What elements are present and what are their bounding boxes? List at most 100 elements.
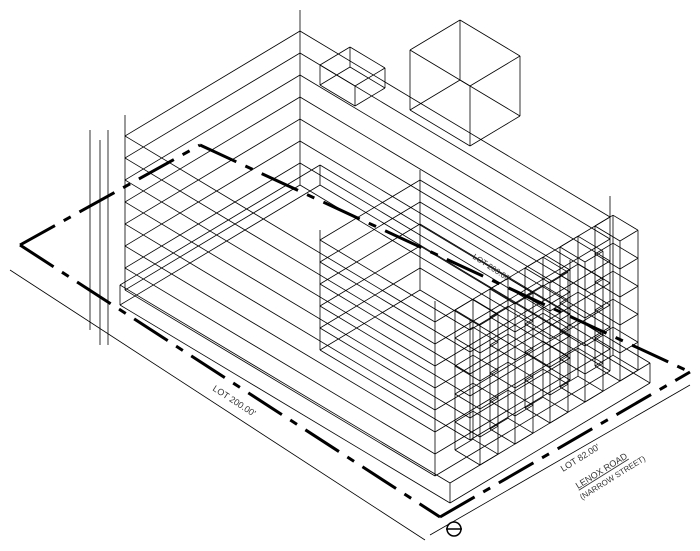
podium-floor-edge — [319, 184, 651, 384]
roof-bulkhead-floor-edge — [349, 66, 386, 89]
bay-column-floor-edge — [489, 333, 509, 346]
bay-column-floor-edge — [559, 330, 586, 347]
bay-column-floor-edge — [472, 354, 499, 371]
bay-column-floor-edge — [594, 365, 621, 382]
bay-column-floor-edge — [612, 298, 639, 315]
front-wing-floor-edge — [469, 269, 571, 331]
bay-column-floor-edge — [559, 246, 586, 263]
roof-bulkhead-floor-edge — [319, 46, 351, 66]
bay-column-floor-edge — [507, 389, 534, 406]
bay-column-floor-edge — [584, 250, 604, 263]
podium-floor-edge — [119, 284, 451, 484]
bay-column-floor-edge — [454, 438, 474, 451]
bay-column-floor-edge — [507, 333, 534, 350]
bay-column-floor-edge — [454, 309, 481, 326]
roof-bulkhead-floor-edge — [354, 87, 386, 107]
bay-column-floor-edge — [507, 277, 534, 294]
bay-column-floor-edge — [489, 361, 509, 374]
main-block-floor-edge — [124, 52, 301, 159]
main-block-floor-edge — [299, 118, 611, 306]
bay-column-floor-edge — [619, 341, 639, 354]
lot-line-rear — [19, 143, 201, 247]
bay-column-floor-edge — [489, 288, 516, 305]
bay-column-floor-edge — [489, 344, 516, 361]
bay-column-floor-edge — [612, 214, 639, 231]
main-block-floor-edge — [124, 157, 436, 345]
bay-column-floor-edge — [584, 362, 604, 375]
bay-column-floor-edge — [489, 400, 516, 417]
bay-column-floor-edge — [594, 309, 621, 326]
main-block-floor-edge — [124, 201, 436, 389]
stair-tower-floor-edge — [469, 115, 521, 147]
bay-column-floor-edge — [577, 235, 604, 252]
roof-bulkhead-floor-edge — [319, 66, 351, 86]
lot-line-front — [439, 370, 691, 519]
main-block-floor-edge — [124, 245, 436, 433]
linework — [9, 10, 691, 541]
podium-floor-edge — [449, 382, 651, 504]
bay-column-floor-edge — [619, 369, 639, 382]
bay-column-floor-edge — [584, 334, 604, 347]
bay-column-floor-edge — [454, 337, 481, 354]
bay-column-floor-edge — [549, 355, 569, 368]
bay-column-floor-edge — [454, 326, 474, 339]
front-wing-floor-edge — [319, 327, 471, 419]
bay-column-floor-edge — [612, 354, 639, 371]
roof-bulkhead-floor-edge — [319, 84, 356, 107]
dimension-line — [9, 269, 426, 541]
bay-column-floor-edge — [559, 291, 579, 304]
main-block-floor-edge — [124, 30, 301, 137]
bay-column-floor-edge — [454, 382, 474, 395]
lot-line-east — [199, 143, 691, 374]
bay-column-floor-edge — [584, 306, 604, 319]
front-wing-floor-edge — [319, 349, 471, 441]
bay-column-floor-edge — [514, 348, 534, 361]
bay-column-floor-edge — [577, 375, 604, 392]
front-wing-floor-edge — [419, 267, 571, 359]
front-wing-floor-edge — [319, 261, 471, 353]
bay-column-floor-edge — [559, 263, 579, 276]
bay-column-floor-edge — [594, 242, 614, 255]
bay-column-floor-edge — [619, 285, 639, 298]
bay-column-floor-edge — [542, 256, 569, 273]
main-block-floor-edge — [299, 140, 611, 328]
stair-tower-floor-edge — [469, 55, 521, 87]
bay-column-floor-edge — [577, 347, 604, 364]
roof-bulkhead-floor-edge — [354, 67, 386, 87]
front-wing-floor-edge — [319, 223, 421, 285]
bay-column-floor-edge — [489, 316, 516, 333]
front-wing-floor-edge — [319, 283, 471, 375]
bay-column-floor-edge — [524, 256, 544, 269]
bay-column-floor-edge — [619, 313, 639, 326]
bay-column-floor-edge — [542, 396, 569, 413]
main-block-floor-edge — [299, 96, 611, 284]
bay-column-floor-edge — [612, 270, 639, 287]
bay-column-floor-edge — [594, 337, 621, 354]
front-wing-floor-edge — [469, 379, 571, 441]
bay-column-floor-edge — [489, 305, 509, 318]
main-block-floor-edge — [124, 135, 436, 323]
bay-column-floor-edge — [549, 327, 569, 340]
main-block-floor-edge — [124, 289, 436, 477]
bay-column-floor-edge — [454, 298, 474, 311]
bay-column-floor-edge — [549, 383, 569, 396]
main-block-floor-edge — [434, 370, 611, 477]
bay-column-floor-edge — [542, 284, 569, 301]
bay-column-floor-edge — [559, 319, 579, 332]
front-wing-floor-edge — [469, 313, 571, 375]
bay-column-floor-edge — [584, 390, 604, 403]
bay-column-floor-edge — [507, 417, 534, 434]
main-block-floor-edge — [124, 267, 436, 455]
bay-column-floor-edge — [479, 425, 499, 438]
north-arrow-icon — [446, 521, 462, 537]
bay-column-floor-edge — [489, 372, 516, 389]
bay-column-floor-edge — [507, 305, 534, 322]
bay-column-floor-edge — [472, 382, 499, 399]
front-wing-floor-edge — [419, 201, 571, 293]
front-wing-floor-edge — [319, 245, 421, 307]
front-wing-floor-edge — [419, 179, 571, 271]
bay-column-floor-edge — [559, 274, 586, 291]
front-wing-floor-edge — [469, 291, 571, 353]
